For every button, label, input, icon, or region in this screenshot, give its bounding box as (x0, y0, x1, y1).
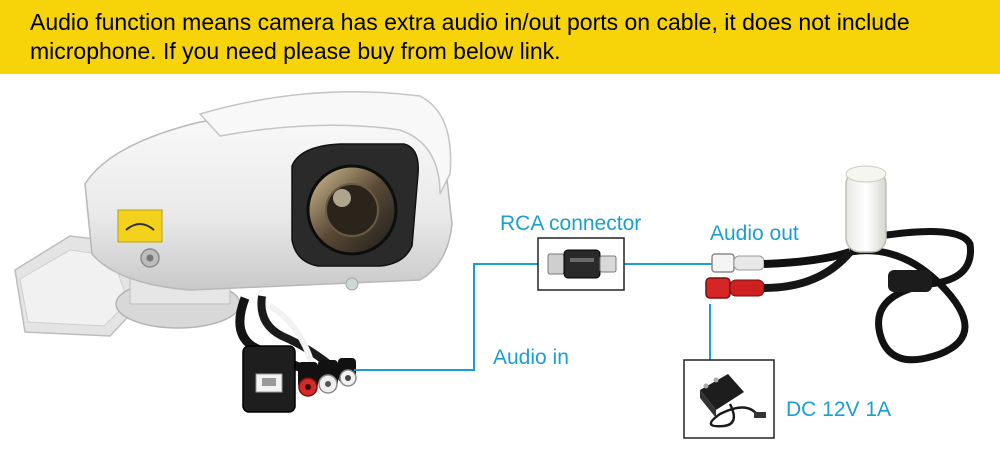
rca-connector-icon (537, 237, 625, 291)
power-adapter-icon (683, 359, 775, 439)
rca-connector-label: RCA connector (500, 212, 642, 235)
rca-audio-plugs-icon (705, 248, 854, 299)
wiring-diagram: RCA connector Audio out Audio in DC 12V … (0, 74, 1000, 456)
connection-wires (354, 263, 712, 371)
ptz-camera-icon (14, 91, 453, 413)
notice-banner: Audio function means camera has extra au… (0, 0, 1000, 74)
audio-in-label: Audio in (493, 346, 569, 369)
audio-out-label: Audio out (710, 222, 799, 245)
microphone-icon (845, 165, 974, 364)
dc-power-label: DC 12V 1A (786, 398, 892, 421)
notice-text: Audio function means camera has extra au… (30, 9, 910, 64)
audio-in-wire (354, 263, 540, 371)
diagram-svg (14, 91, 974, 439)
